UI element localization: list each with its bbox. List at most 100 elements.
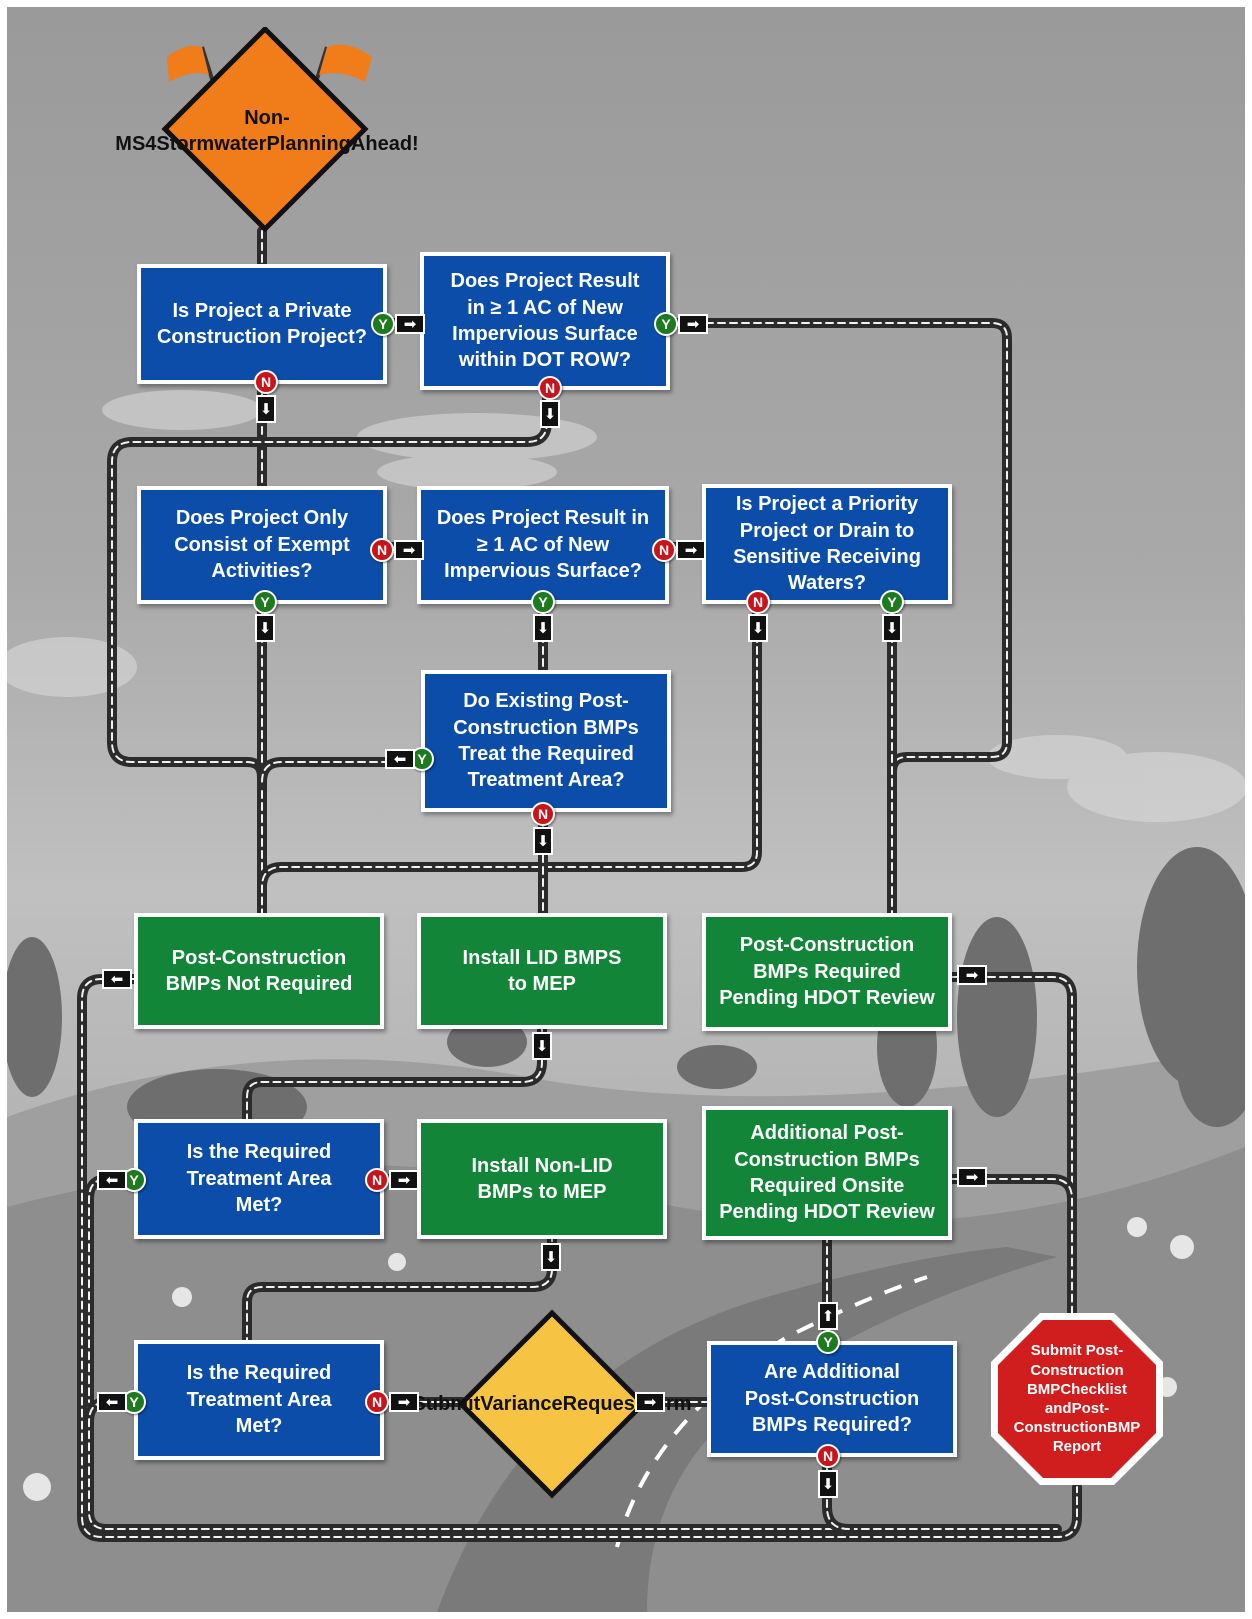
text-line: Does Project Result xyxy=(450,270,640,293)
text-line: ≥ 1 AC of New xyxy=(476,533,610,556)
road-arrow-icon: ➡ xyxy=(395,314,425,334)
text-line: Consist of Exempt xyxy=(174,533,350,556)
text-line: within DOT ROW? xyxy=(458,349,632,372)
text-line: Is the Required xyxy=(186,1362,332,1385)
road-connector xyxy=(665,318,1012,923)
outcome-install-non-lid-bmps: Install Non-LID BMPs to MEP xyxy=(417,1119,667,1239)
yes-badge-exempt: Y xyxy=(253,590,277,614)
road-arrow-icon: ➡ xyxy=(635,1392,665,1412)
no-badge-exempt: N xyxy=(370,538,394,562)
start-sign-graphic xyxy=(161,27,372,233)
text-line: Submit xyxy=(412,1393,481,1415)
text-line: Does Project Only xyxy=(175,507,349,530)
text-line: BMPs Required xyxy=(753,960,901,983)
text-line: Treat the Required xyxy=(458,743,634,765)
text-line: Variance xyxy=(480,1393,563,1415)
text-line: Non-MS4 xyxy=(115,107,290,155)
stop-sign-text: Submit Post-Construction BMPChecklist an… xyxy=(1002,1329,1152,1469)
road-connector xyxy=(242,1229,557,1350)
road-arrow-icon: ⬇ xyxy=(540,400,560,428)
text-line: Pending HDOT Review xyxy=(719,987,935,1010)
text-line: Install Non-LID xyxy=(471,1154,613,1177)
yes-badge-dot-row: Y xyxy=(654,312,678,336)
road-connector xyxy=(242,1019,547,1129)
text-line: Project or Drain to xyxy=(739,519,915,542)
road-arrow-icon: ⬇ xyxy=(541,1243,561,1271)
road-arrow-icon: ⬇ xyxy=(255,614,275,642)
road-arrow-icon: ➡ xyxy=(678,314,708,334)
road-arrow-icon: ⬅ xyxy=(102,969,132,989)
text-line: BMPs to MEP xyxy=(477,1181,607,1203)
text-line: Post-Construction xyxy=(171,946,347,969)
text-line: Submit Post- xyxy=(1030,1342,1124,1360)
no-badge-additional-bmps: N xyxy=(816,1444,840,1468)
road-arrow-icon: ➡ xyxy=(957,965,987,985)
scenery-background xyxy=(7,390,1245,1612)
start-diamond xyxy=(161,27,369,233)
text-line: in ≥ 1 AC of New xyxy=(467,296,623,319)
text-line: Impervious Surface xyxy=(452,323,638,345)
orange-flag-icon xyxy=(167,45,209,82)
text-line: Additional Post- xyxy=(750,1122,904,1145)
text-line: Are Additional xyxy=(764,1361,900,1384)
road-arrow-icon: ⬇ xyxy=(533,614,553,642)
text-line: Post-Construction xyxy=(739,934,915,957)
text-line: Request xyxy=(562,1393,642,1415)
yes-badge-one-acre: Y xyxy=(531,590,555,614)
road-connector xyxy=(947,1174,1077,1332)
no-badge-dot-row: N xyxy=(538,376,562,400)
road-connector xyxy=(822,1447,854,1534)
text-line: Sensitive Receiving xyxy=(733,546,921,568)
text-line: Is Project a Priority xyxy=(735,493,919,516)
road-connector xyxy=(107,380,552,923)
road-arrow-icon: ⬅ xyxy=(97,1392,127,1412)
text-line: Required Onsite xyxy=(749,1175,905,1197)
text-line: Post-Construction xyxy=(744,1387,920,1410)
text-line: to MEP xyxy=(508,973,576,995)
yes-badge-private-project: Y xyxy=(371,312,395,336)
text-line: Stormwater xyxy=(156,133,267,155)
flowchart-canvas: Non-MS4StormwaterPlanningAhead! Is Proje… xyxy=(7,7,1245,1612)
no-badge-treatment-met-2: N xyxy=(365,1390,389,1414)
variance-sign-text: SubmitVarianceRequestForm xyxy=(413,1349,692,1459)
text-line: Impervious Surface? xyxy=(444,560,642,583)
text-line: Install LID BMPS xyxy=(462,946,622,969)
hills xyxy=(7,1047,1245,1612)
road-connector xyxy=(77,974,1082,1542)
text-line: Is Project a Private xyxy=(172,299,352,322)
road-arrow-icon: ➡ xyxy=(394,540,424,560)
stop-sign-graphic xyxy=(991,1313,1163,1485)
no-badge-priority: N xyxy=(746,590,770,614)
road-arrow-icon: ⬅ xyxy=(97,1170,127,1190)
road-arrow-icon: ➡ xyxy=(957,1167,987,1187)
orange-flag-icon xyxy=(319,44,372,82)
text-line: Treatment Area xyxy=(186,1388,332,1411)
road-arrow-icon: ➡ xyxy=(676,540,706,560)
no-badge-one-acre: N xyxy=(652,538,676,562)
no-badge-existing-bmps: N xyxy=(531,802,555,826)
text-line: Construction BMPs xyxy=(734,1148,920,1171)
text-line: Post-Construction xyxy=(1013,1400,1110,1437)
text-line: Treatment Area xyxy=(186,1167,332,1190)
road-connector xyxy=(947,972,1077,1332)
text-line: Does Project Result in xyxy=(436,507,650,530)
flowers xyxy=(23,1217,1194,1501)
outcome-install-lid-bmps: Install LID BMPS to MEP xyxy=(417,913,667,1029)
text-line: Construction Project? xyxy=(156,326,367,348)
text-line: Ahead! xyxy=(350,133,419,155)
no-badge-private-project: N xyxy=(254,370,278,394)
text-line: Checklist and xyxy=(1044,1380,1128,1417)
road-connector xyxy=(84,1174,144,1407)
road-arrow-icon: ⬅ xyxy=(385,749,415,769)
